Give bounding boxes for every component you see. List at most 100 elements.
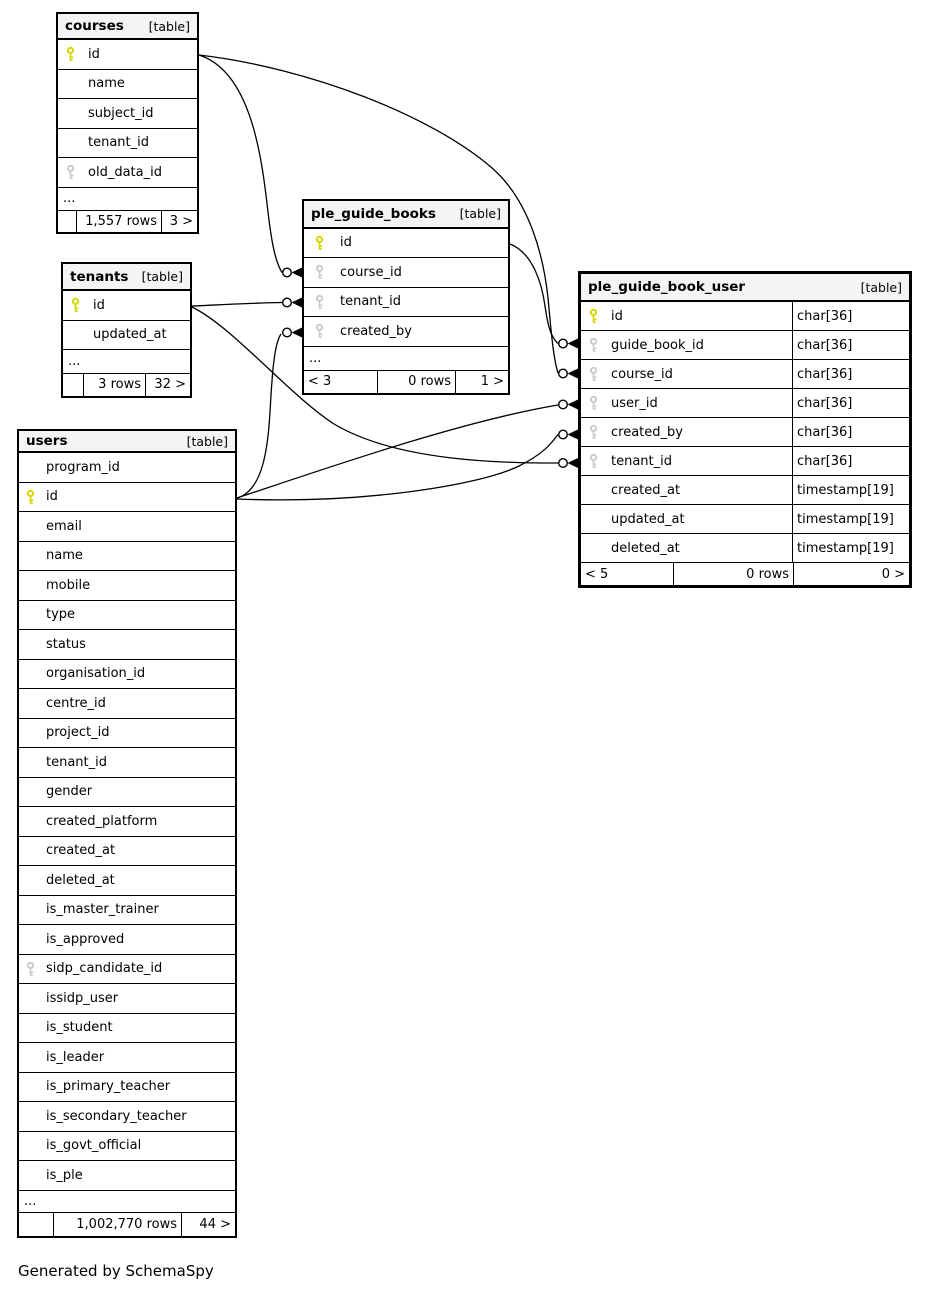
courses-field-tenant_id: tenant_id [58, 129, 197, 158]
users-field-created_platform: created_platform [19, 807, 235, 837]
fk-endpoint-circle-icon [558, 338, 569, 349]
field-label: id [46, 489, 58, 505]
field-label: deleted_at [46, 872, 115, 888]
users-field-project_id: project_id [19, 719, 235, 748]
field-label: tenant_id [611, 453, 673, 469]
field-name-cell: created_by [581, 418, 793, 446]
foreign-key-icon [314, 265, 325, 280]
fk-endpoint-arrow-icon [291, 267, 302, 278]
field-label: updated_at [611, 511, 685, 527]
field-label: user_id [611, 395, 658, 411]
field-label: created_by [340, 323, 412, 339]
primary-key-icon [70, 298, 81, 313]
table-title: users [26, 433, 68, 449]
courses-field-old_data_id: old_data_id [58, 158, 197, 188]
courses-row-count: 1,557 rows [76, 210, 161, 232]
field-label: is_leader [46, 1049, 105, 1065]
field-label: course_id [611, 366, 673, 382]
ple-guide-books-field-created_by: created_by [304, 317, 508, 347]
foreign-key-icon [588, 424, 599, 440]
field-type: timestamp[19] [797, 511, 894, 527]
table-header-ple-guide-books[interactable]: ple_guide_books[table] [304, 201, 508, 229]
tenants-field-id: id [63, 291, 190, 321]
users-paging-next[interactable]: 44 > [181, 1213, 235, 1236]
ple-guide-books-row-count: 0 rows [377, 370, 455, 393]
field-label: mobile [46, 577, 91, 593]
field-type: char[36] [797, 308, 853, 324]
ple-guide-books-paging-prev[interactable]: < 3 [308, 374, 332, 389]
field-label: course_id [340, 264, 402, 280]
field-label: tenant_id [88, 135, 150, 151]
ple-guide-books-field-id: id [304, 229, 508, 258]
field-label: tenant_id [46, 754, 108, 770]
ple-guide-book-user-paging-next[interactable]: 0 > [793, 563, 909, 585]
field-label: tenant_id [340, 294, 402, 310]
ple-guide-book-user-paging-prev[interactable]: < 5 [585, 566, 609, 582]
users-field-program_id: program_id [19, 453, 235, 483]
foreign-key-icon [588, 395, 599, 411]
fk-endpoint-arrow-icon [567, 458, 578, 468]
fk-endpoint-circle-icon [282, 267, 293, 278]
field-label: subject_id [88, 105, 154, 121]
field-label: created_by [611, 424, 683, 440]
table-header-tenants[interactable]: tenants[table] [63, 264, 190, 291]
tenants-paging-next[interactable]: 32 > [145, 373, 190, 396]
field-name-cell: updated_at [581, 505, 793, 533]
courses-more-columns: ... [58, 188, 197, 211]
field-label: id [611, 308, 623, 324]
users-field-type: type [19, 601, 235, 630]
courses-paging-prev [58, 211, 76, 232]
table-title: tenants [70, 268, 129, 285]
field-type: timestamp[19] [797, 482, 894, 498]
field-type: char[36] [797, 337, 853, 353]
fk-endpoint-circle-icon [282, 327, 293, 338]
table-header-ple-guide-book-user[interactable]: ple_guide_book_user[table] [581, 274, 909, 302]
ple-guide-books-more-columns: ... [304, 347, 508, 371]
fk-endpoint-arrow-icon [567, 399, 578, 410]
table-title: courses [65, 18, 124, 34]
field-label: email [46, 518, 82, 534]
users-field-issidp_user: issidp_user [19, 984, 235, 1014]
table-tag: [table] [459, 206, 501, 222]
courses-paging-next[interactable]: 3 > [161, 210, 197, 232]
table-header-courses[interactable]: courses[table] [58, 14, 197, 40]
table-ple-guide-books: ple_guide_books[table]id course_id tenant_… [302, 199, 510, 395]
field-label: sidp_candidate_id [46, 961, 163, 977]
users-paging-prev [19, 1213, 53, 1236]
users-field-is_leader: is_leader [19, 1043, 235, 1073]
table-header-users[interactable]: users[table] [19, 431, 235, 453]
field-label: name [46, 548, 83, 564]
users-field-deleted_at: deleted_at [19, 866, 235, 896]
field-label: id [340, 235, 352, 251]
edge-courses-id-to-ple-guide-books-course-id [198, 54, 283, 273]
field-label: is_govt_official [46, 1138, 142, 1154]
ple-guide-books-field-course_id: course_id [304, 258, 508, 288]
field-name-cell: created_at [581, 476, 793, 504]
field-label: issidp_user [46, 990, 119, 1006]
ple-guide-books-paging-next[interactable]: 1 > [455, 370, 508, 393]
users-field-organisation_id: organisation_id [19, 660, 235, 689]
users-field-centre_id: centre_id [19, 689, 235, 719]
fk-endpoint-arrow-icon [291, 297, 302, 308]
primary-key-icon [65, 47, 76, 62]
users-field-is_govt_official: is_govt_official [19, 1132, 235, 1161]
edge-users-id-to-ple-guide-book-user-user-id [236, 404, 559, 499]
fk-endpoint-circle-icon [558, 429, 569, 440]
field-label: updated_at [93, 327, 167, 343]
primary-key-icon [314, 235, 325, 250]
users-field-sidp_candidate_id: sidp_candidate_id [19, 955, 235, 984]
field-type: timestamp[19] [797, 540, 894, 556]
fk-endpoint-arrow-icon [291, 327, 302, 338]
field-label: organisation_id [46, 666, 146, 682]
users-field-created_at: created_at [19, 837, 235, 866]
field-label: project_id [46, 725, 110, 741]
users-field-mobile: mobile [19, 571, 235, 601]
users-field-is_student: is_student [19, 1014, 235, 1043]
